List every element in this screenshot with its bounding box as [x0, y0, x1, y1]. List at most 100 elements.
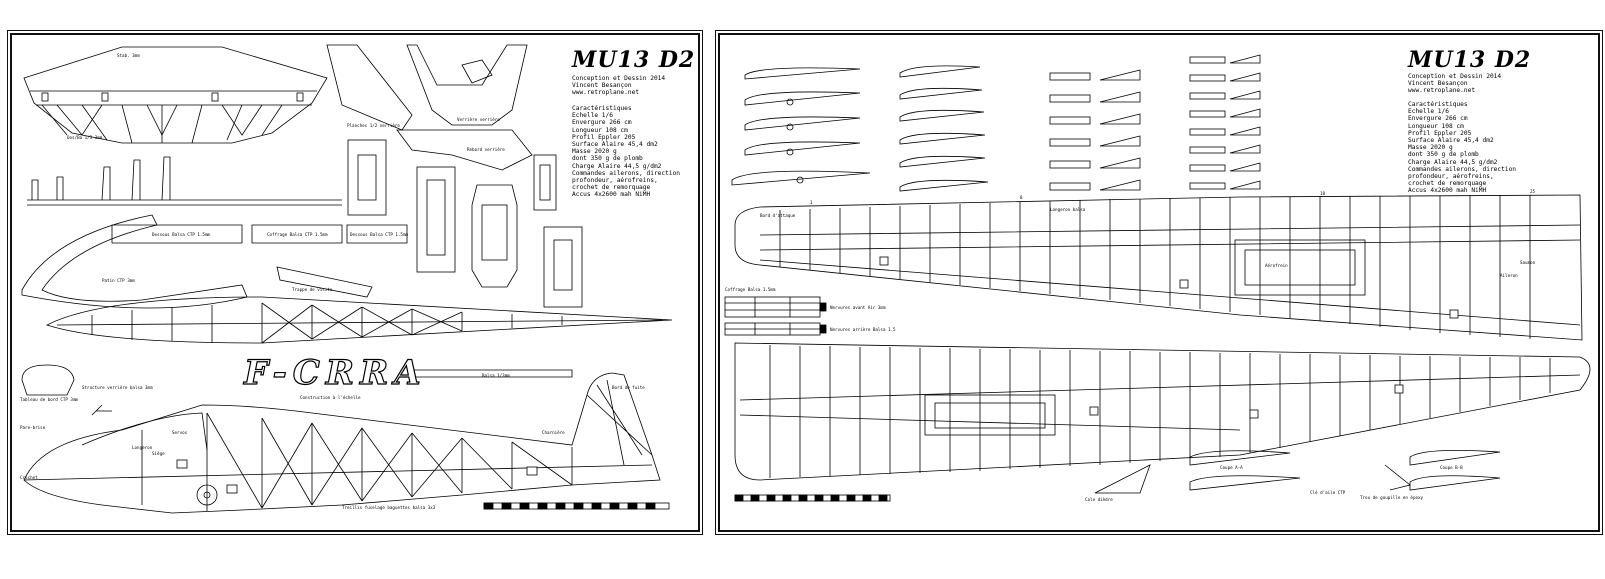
- spec-line: Masse 2020 g: [1408, 144, 1453, 152]
- spec-line: Masse 2020 g: [572, 148, 617, 156]
- spec-line: Longueur 108 cm: [1408, 122, 1464, 130]
- former-c-label: Dessous Balsa CTP 1.5mm: [350, 232, 408, 237]
- tow-label: Crochet: [20, 475, 38, 480]
- left-title: MU13 D2: [572, 47, 696, 73]
- rib-number: 8: [1020, 195, 1023, 200]
- rib-number: 1: [810, 200, 813, 205]
- spec-line: profondeur, aérofreins,: [1408, 173, 1494, 181]
- spoiler-label: Aérofrein: [1265, 263, 1288, 268]
- wing-panel-upper: [734, 194, 1583, 341]
- spec-line: Profil Eppler 205: [572, 133, 636, 141]
- wing-upper-label: Longeron balsa: [1050, 207, 1086, 212]
- fuse-pod-label: Treillis fuselage baguettes balsa 3x3: [342, 505, 436, 510]
- rib-number: 18: [1320, 191, 1326, 196]
- spec-line: profondeur, aérofreins,: [572, 177, 658, 185]
- wing-sections: [1189, 449, 1501, 491]
- hatch-label: Trappe de visite: [292, 287, 333, 292]
- credit-line-3: www.retroplane.net: [572, 89, 640, 97]
- fairing-right-label: Verrière verrière: [457, 117, 500, 122]
- spec-line: Surface Alaire 45,4 dm2: [572, 141, 658, 149]
- dihedral-wedge: [1094, 464, 1151, 494]
- spec-line: Envergure 266 cm: [572, 119, 632, 127]
- former-b-label: Coffrage Balsa CTP 1.5mm: [267, 232, 328, 237]
- balsa-label: Balsa 1/3mm: [482, 373, 510, 378]
- credit-line-2: Vincent Besançon: [1408, 80, 1468, 88]
- credit-line-1: Conception et Dessin 2014: [572, 75, 666, 82]
- specs-heading: Caractéristiques: [572, 105, 632, 112]
- fuselage-drawing: [21, 44, 673, 514]
- fuselage-top-view: [45, 296, 673, 344]
- spec-line: Commandes ailerons, direction: [1408, 165, 1517, 173]
- right-specs: Caractéristiques Echelle 1/6 Envergure 2…: [1408, 101, 1516, 195]
- wing-ribs-column-2: [899, 65, 989, 192]
- spec-line: Envergure 266 cm: [1408, 115, 1468, 123]
- canopy-label: Pare-brise: [20, 425, 46, 430]
- wedge-label: Cale dièdre: [1085, 497, 1113, 502]
- canopy-base-label: Rebord verrière: [467, 147, 505, 152]
- bulkhead-label: Tableau de bord CTP 3mm: [20, 397, 78, 402]
- spec-line: crochet de remorquage: [572, 184, 651, 192]
- skid-label: Patin CTP 3mm: [102, 278, 135, 283]
- credit-line-3: www.retroplane.net: [1408, 87, 1476, 95]
- canopy-frames: [326, 44, 533, 171]
- servo-label: Servos: [172, 430, 188, 435]
- spec-line: Accus 4x2600 mah NiMH: [1408, 187, 1487, 195]
- scale-bar: [483, 502, 670, 510]
- rib-table-a-label: Nervures avant Air 3mm: [830, 305, 886, 310]
- wing-ribs-column-3: [1049, 69, 1141, 191]
- scale-bar-right: [734, 494, 891, 502]
- epoxy-label: Trou de goupille en époxy: [1360, 495, 1424, 500]
- rudder-label: Bord de fuite: [612, 385, 645, 390]
- tail-ribs: [27, 156, 342, 206]
- spec-line: Accus 4x2600 mah NiMH: [572, 191, 651, 199]
- instrument-panel: [21, 364, 75, 396]
- fairing-left-label: Planches 1/2 verrière: [347, 123, 400, 128]
- wing-ribs-column-4: [1189, 54, 1261, 190]
- rib-tables: [724, 296, 827, 336]
- rib-table-b-label: Nervures arrière Balsa 1.5: [830, 327, 896, 332]
- spine-label: Dos/Ba 1/3 3mm: [67, 135, 103, 140]
- flap-note-label: Coffrage Balsa 1.5mm: [725, 287, 776, 292]
- longeron-label: Longeron: [132, 445, 153, 450]
- fuselage-side-view: [23, 372, 661, 514]
- section-a-label: Coupe A-A: [1220, 465, 1243, 470]
- spec-line: Charge Alaire 44,5 g/dm2: [572, 162, 662, 170]
- sheet-parts: [111, 224, 408, 298]
- fuselage-plan-sheet: MU13 D2 Conception et Dessin 2014 Vincen…: [7, 30, 703, 535]
- dowel-label: Clé d'aile CTP: [1310, 490, 1346, 495]
- hinge-label: Charnière: [542, 430, 565, 435]
- left-credits: Conception et Dessin 2014 Vincent Besanç…: [572, 75, 665, 97]
- former-a-label: Dessous Balsa CTP 1.5mm: [152, 232, 210, 237]
- right-credits: Conception et Dessin 2014 Vincent Besanç…: [1408, 73, 1501, 95]
- spec-line: Echelle 1/6: [572, 112, 613, 120]
- spec-line: dont 350 g de plomb: [1408, 151, 1479, 159]
- credit-line-1: Conception et Dessin 2014: [1408, 73, 1502, 80]
- spec-line: Commandes ailerons, direction: [572, 169, 681, 177]
- rudder-line: [411, 369, 573, 378]
- specs-heading: Caractéristiques: [1408, 101, 1468, 108]
- right-title: MU13 D2: [1408, 47, 1532, 73]
- tailplane-label: Stab. 3mm: [117, 53, 140, 58]
- wing-plan-sheet: MU13 D2 Conception et Dessin 2014 Vincen…: [715, 30, 1603, 535]
- spec-line: dont 350 g de plomb: [572, 155, 643, 163]
- spec-line: Echelle 1/6: [1408, 108, 1449, 116]
- tip-label: Saumon: [1520, 260, 1536, 265]
- wing-root-label: Bord d'attaque: [760, 213, 796, 218]
- seat-label: Siège: [152, 451, 165, 456]
- tailplane-plan: [23, 46, 328, 144]
- credit-line-2: Vincent Besançon: [572, 82, 632, 90]
- aileron-label: Aileron: [1500, 273, 1518, 278]
- fuselage-formers: [347, 139, 583, 308]
- wing-panel-lower: [734, 342, 1591, 481]
- structure-label: Structure verrière balsa 3mm: [82, 385, 153, 390]
- spec-line: crochet de remorquage: [1408, 180, 1487, 188]
- rib-number: 25: [1530, 189, 1536, 194]
- wing-drawing: [724, 54, 1591, 502]
- plan-note: Construction à l'échelle: [300, 395, 361, 400]
- wing-ribs-column-1: [731, 67, 871, 186]
- spec-line: Charge Alaire 44,5 g/dm2: [1408, 158, 1498, 166]
- spec-line: Longueur 108 cm: [572, 126, 628, 134]
- spec-line: Profil Eppler 205: [1408, 129, 1472, 137]
- spec-line: Surface Alaire 45,4 dm2: [1408, 137, 1494, 145]
- left-specs: Caractéristiques Echelle 1/6 Envergure 2…: [572, 105, 680, 199]
